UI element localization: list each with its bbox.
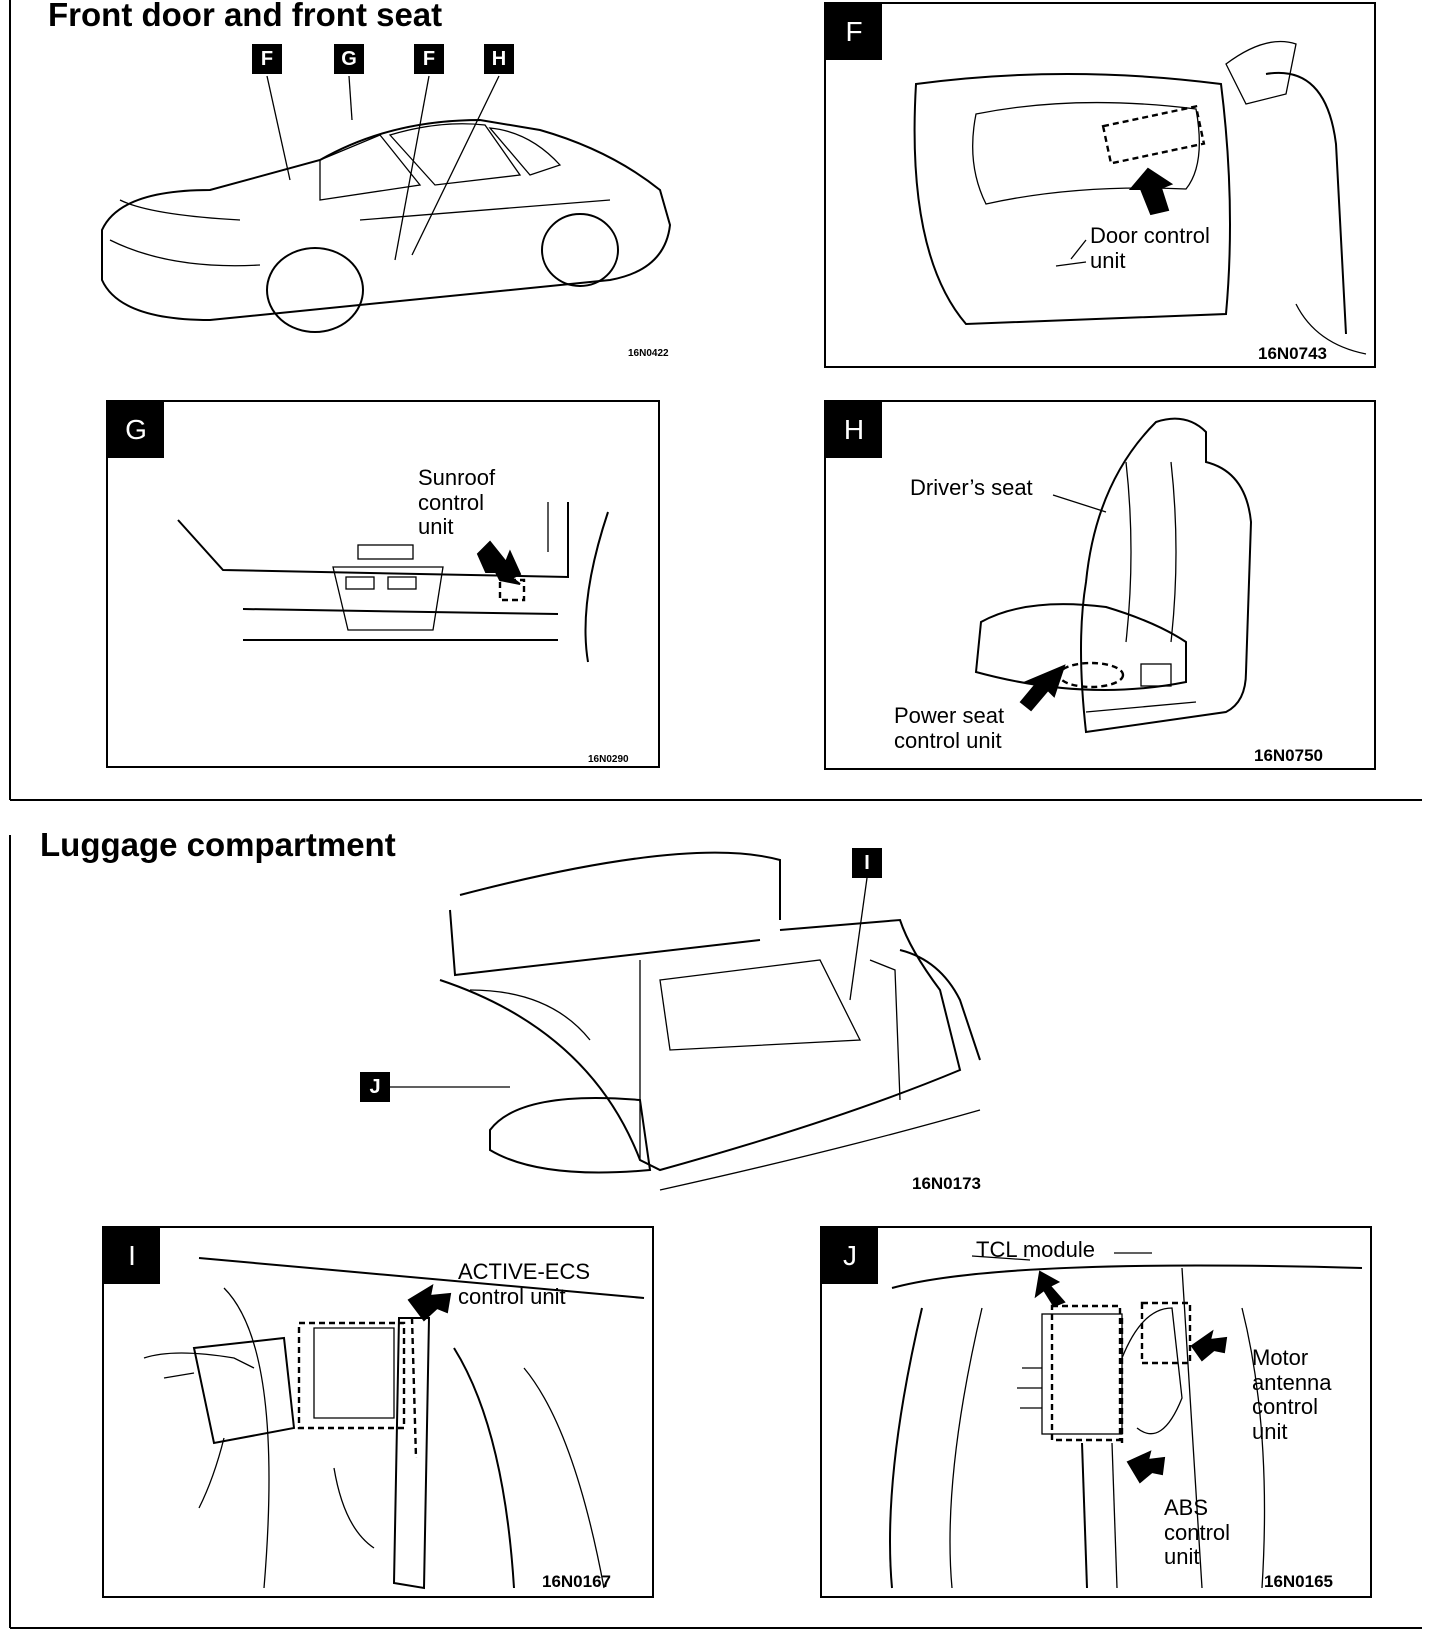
- overview-car-diagram: F G F H 16N0422: [90, 40, 690, 380]
- tag-i: I: [852, 848, 882, 878]
- panel-g: G Sunroof control unit 16N0290: [106, 400, 660, 768]
- label-sunroof-control-unit: Sunroof control unit: [418, 465, 496, 540]
- panel-i: I ACTIVE-ECS control unit 16N0167: [102, 1226, 654, 1598]
- label-power-seat-control-unit: Power seat control unit: [894, 703, 1005, 753]
- tag-f-1: F: [252, 44, 282, 74]
- label-drivers-seat: Driver’s seat: [910, 475, 1033, 500]
- panel-i-letter: I: [104, 1228, 160, 1284]
- panel-j-letter: J: [822, 1228, 878, 1284]
- panel-g-letter: G: [108, 402, 164, 458]
- panel-h-letter: H: [826, 402, 882, 458]
- panel-h: H Driver’s seat Power seat control unit …: [824, 400, 1376, 770]
- figure-code-16n0165: 16N0165: [1264, 1572, 1334, 1591]
- section-title-front: Front door and front seat: [48, 0, 443, 33]
- label-active-ecs-control-unit: ACTIVE-ECS control unit: [458, 1259, 591, 1309]
- roof-console-drawing: [177, 502, 609, 663]
- door-panel-drawing: [913, 40, 1367, 355]
- label-door-control-unit: Door control unit: [1090, 223, 1210, 273]
- tag-h: H: [484, 44, 514, 74]
- section-title-luggage: Luggage compartment: [40, 826, 396, 863]
- figure-code-16n0743: 16N0743: [1258, 344, 1328, 363]
- trunk-outline-drawing: [390, 851, 981, 1191]
- tcl-abs-antenna-drawing: [889, 1252, 1363, 1589]
- panel-j: J TCL module Motor antenna control unit …: [820, 1226, 1372, 1598]
- panel-f: F Door control unit 16N0743: [824, 2, 1376, 368]
- tag-g: G: [334, 44, 364, 74]
- seat-drawing: [974, 417, 1253, 734]
- label-abs-control-unit: ABS control unit: [1164, 1495, 1231, 1570]
- tag-j: J: [360, 1072, 390, 1102]
- tag-f-2: F: [414, 44, 444, 74]
- figure-code-16n0422: 16N0422: [628, 348, 669, 359]
- trunk-overview-diagram: I J 16N0173: [340, 840, 1000, 1210]
- active-ecs-drawing: [143, 1257, 645, 1590]
- figure-code-16n0290: 16N0290: [588, 754, 629, 765]
- car-outline-drawing: [101, 75, 672, 333]
- label-motor-antenna-control-unit: Motor antenna control unit: [1252, 1345, 1332, 1444]
- figure-code-16n0173: 16N0173: [912, 1174, 982, 1193]
- figure-code-16n0167: 16N0167: [542, 1572, 612, 1591]
- label-tcl-module: TCL module: [976, 1237, 1096, 1262]
- figure-code-16n0750: 16N0750: [1254, 746, 1324, 765]
- panel-f-letter: F: [826, 4, 882, 60]
